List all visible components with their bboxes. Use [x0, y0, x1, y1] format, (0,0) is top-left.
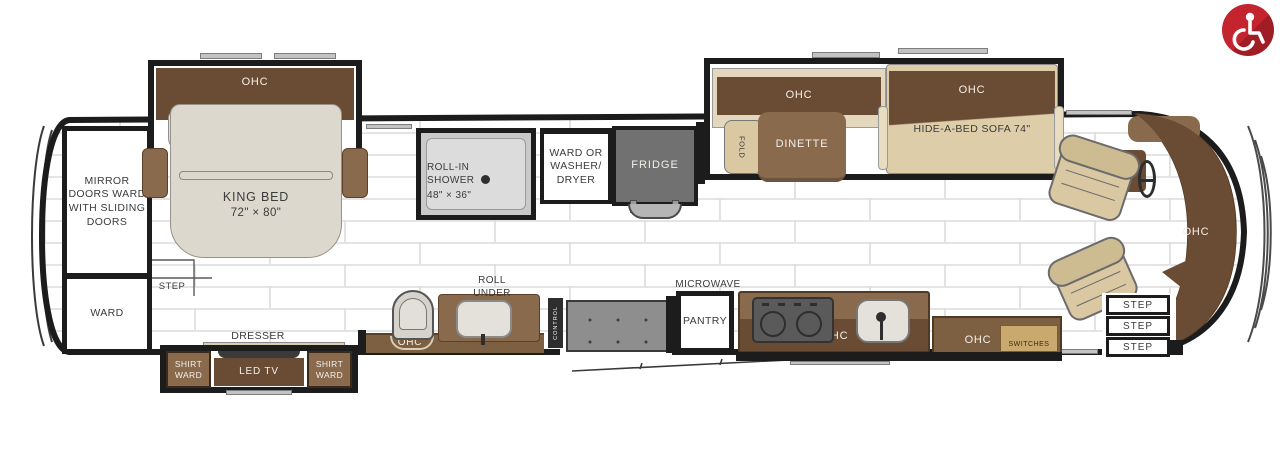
cooktop-knobs	[762, 303, 826, 306]
sofa-armrest-left	[878, 106, 888, 170]
entry-step-1: STEP	[1106, 295, 1170, 315]
dashboard-upper	[1136, 114, 1236, 351]
control-label: CONTROL	[552, 306, 559, 340]
wall-bath-left-stub	[358, 330, 366, 354]
fold-chair-label: FOLD	[737, 135, 747, 159]
wheelchair-icon	[1232, 12, 1265, 51]
led-tv-label: LED TV	[239, 366, 279, 377]
ohc-dash-label: OHC	[1182, 226, 1210, 238]
roll-in-shower: ROLL-IN SHOWER 48" × 36"	[416, 128, 536, 220]
vanity-faucet	[481, 334, 485, 345]
fold-chair: FOLD	[724, 120, 760, 174]
entry-step-2-label: STEP	[1122, 320, 1154, 332]
led-tv: LED TV	[214, 358, 304, 386]
ohc-bed-label: OHC	[241, 76, 269, 88]
mirror-ward-label: MIRROR DOORS WARD WITH SLIDING DOORS	[68, 174, 146, 228]
sofa-slide-rail-right	[898, 48, 988, 54]
toilet	[392, 290, 434, 340]
entry-step-2: STEP	[1106, 316, 1170, 336]
wheelchair-lift-platform	[566, 300, 668, 352]
pantry: PANTRY	[676, 291, 734, 353]
wall-pantry-left-stub	[666, 296, 678, 353]
fridge: FRIDGE	[612, 126, 698, 206]
entry-step-corner	[1168, 340, 1183, 355]
fridge-label: FRIDGE	[631, 159, 679, 172]
kitchen-slide-bottom-wall	[736, 352, 1062, 361]
burner-left	[760, 311, 786, 337]
bed-slide-rail-right	[274, 53, 336, 59]
entry-step-3: STEP	[1106, 337, 1170, 357]
tv-slide-rail	[226, 390, 292, 395]
pantry-label: PANTRY	[682, 315, 728, 328]
toilet-seat	[399, 298, 427, 330]
switches-label: SWITCHES	[1008, 341, 1050, 348]
accessibility-badge	[1222, 4, 1274, 56]
bedroom-step-lines	[152, 259, 212, 296]
kitchen-slide-rail	[790, 361, 890, 365]
ohc-kitchen-2-label: OHC	[964, 334, 992, 346]
shirt-ward-left-label: SHIRT WARD	[174, 359, 203, 380]
hide-a-bed-sofa-label: HIDE-A-BED SOFA 74"	[913, 123, 1031, 135]
entry-step-3-label: STEP	[1122, 341, 1154, 353]
bed-slide-rail-left	[200, 53, 262, 59]
vanity-sink	[456, 300, 512, 338]
roll-under-label: ROLL UNDER	[473, 275, 511, 299]
ohc-sofa-label: OHC	[958, 84, 986, 97]
sofa-unit: OHC HIDE-A-BED SOFA 74"	[886, 64, 1058, 174]
ohc-dinette-label: OHC	[785, 89, 813, 102]
driver-seat-seam2	[1061, 182, 1115, 202]
ward-room: WARD	[62, 274, 152, 354]
ward-or-washer-dryer: WARD OR WASHER/ DRYER	[540, 128, 612, 204]
kitchen-ohc-2: OHC SWITCHES	[932, 316, 1062, 354]
shirt-ward-right: SHIRT WARD	[307, 351, 352, 388]
kitchen-faucet-stem	[880, 320, 883, 340]
steering-wheel-spoke	[1139, 179, 1155, 182]
ward-label: WARD	[90, 307, 124, 320]
tv-front-curve	[218, 351, 300, 358]
shower-size-label: 48" × 36"	[427, 190, 472, 201]
lift-control-panel: CONTROL	[548, 298, 563, 348]
entry-step-1-label: STEP	[1122, 299, 1154, 311]
bedroom-step-label: STEP	[158, 281, 186, 292]
hall-window	[366, 124, 412, 129]
roll-in-shower-label: ROLL-IN SHOWER	[427, 162, 475, 186]
windshield-arcs	[1247, 125, 1272, 343]
front-side-window	[1066, 110, 1132, 115]
microwave-label: MICROWAVE	[675, 279, 741, 290]
dinette-table: DINETTE	[758, 112, 846, 182]
sofa-back-wedge	[889, 111, 1055, 129]
king-bed: KING BED 72" × 80"	[170, 104, 342, 258]
shirt-ward-right-label: SHIRT WARD	[315, 359, 344, 380]
bed-blanket-line	[179, 171, 333, 180]
mirror-ward-room: MIRROR DOORS WARD WITH SLIDING DOORS	[62, 126, 152, 278]
door-swing-line	[571, 350, 926, 372]
king-bed-size-label: 72" × 80"	[230, 207, 282, 219]
shower-pan	[426, 138, 526, 210]
nightstand-left	[142, 148, 168, 198]
nightstand-right	[342, 148, 368, 198]
dash-notch	[1162, 258, 1192, 296]
burner-right	[796, 311, 822, 337]
cooktop	[752, 297, 834, 343]
fridge-door-arc	[628, 204, 682, 219]
shirt-ward-left: SHIRT WARD	[166, 351, 211, 388]
kitchen-faucet	[876, 312, 886, 322]
king-bed-label: KING BED	[222, 190, 290, 204]
dinette-label: DINETTE	[775, 138, 829, 151]
wall-fridge-right	[696, 122, 705, 184]
dinette-ohc-face: OHC	[717, 77, 881, 115]
shower-drain	[481, 175, 490, 184]
sofa-ohc-face: OHC	[889, 71, 1055, 111]
ward-or-washer-dryer-label: WARD OR WASHER/ DRYER	[549, 146, 603, 186]
dresser-label: DRESSER	[231, 330, 285, 342]
ohc-bath-label: OHC	[397, 337, 423, 348]
switches-panel: SWITCHES	[1000, 325, 1058, 352]
kitchen-sink	[856, 299, 910, 343]
sofa-slide-rail-left	[812, 52, 880, 58]
steering-wheel	[1138, 160, 1156, 198]
